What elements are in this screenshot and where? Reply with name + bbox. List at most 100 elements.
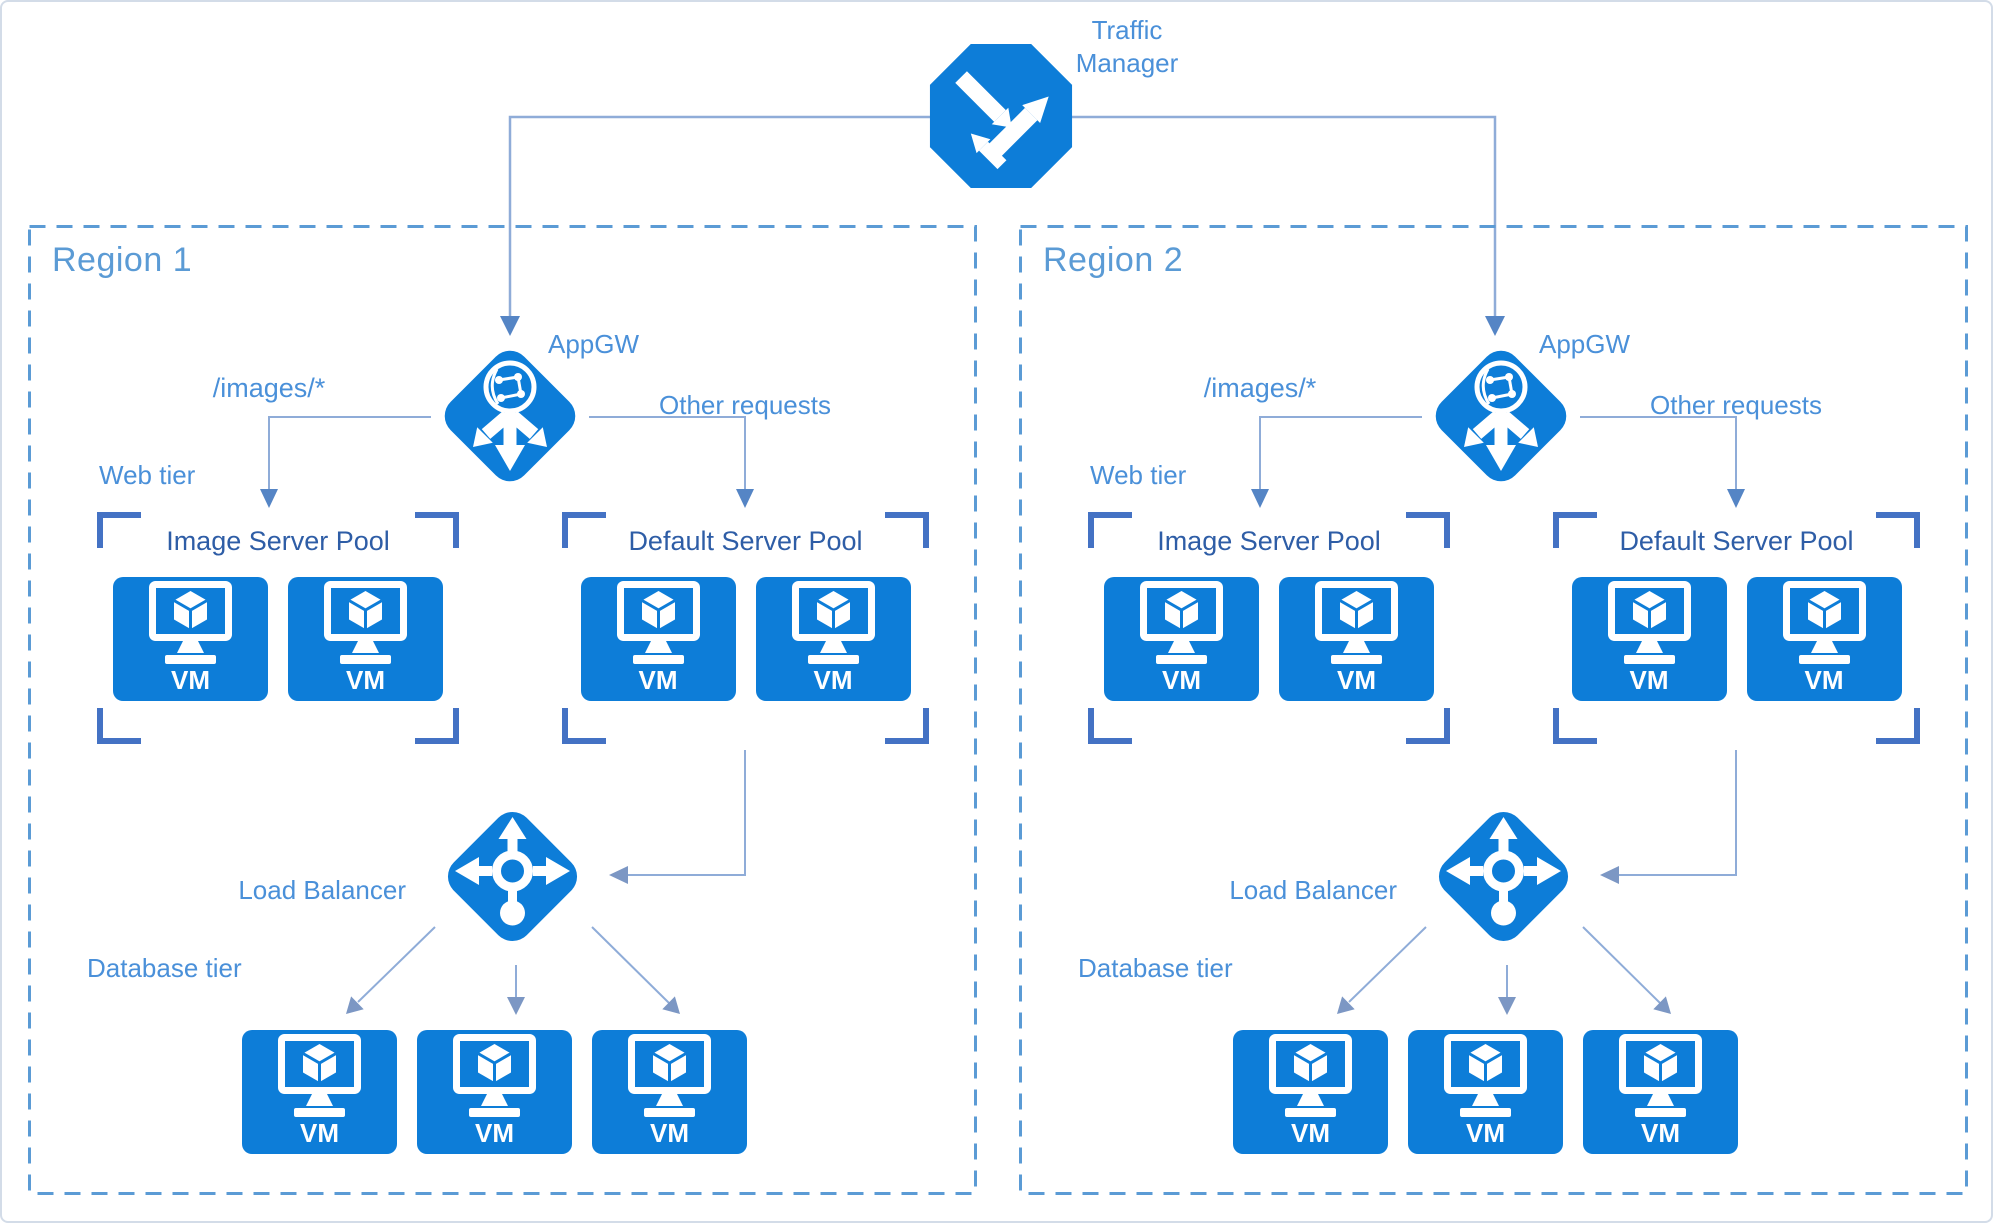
vm-icon bbox=[1782, 581, 1866, 664]
pool-label: Default Server Pool bbox=[1619, 526, 1854, 556]
vm-label: VM bbox=[171, 665, 210, 695]
load-balancer-to-db-arrows bbox=[1337, 926, 1671, 1015]
application-gateway-icon bbox=[1435, 350, 1567, 482]
region-connectors bbox=[1019, 225, 1968, 1195]
region-dashed-border bbox=[28, 225, 977, 1195]
appgw-label: AppGW bbox=[1539, 329, 1631, 359]
globe-glyph bbox=[483, 360, 537, 414]
pool-bracket-corner bbox=[1876, 512, 1920, 548]
vm-node: VM bbox=[1233, 1030, 1388, 1154]
vm-node: VM bbox=[580, 577, 736, 701]
pool-label: Image Server Pool bbox=[1157, 526, 1381, 556]
vm-row: VM VM bbox=[1553, 577, 1920, 701]
pool-bracket-corner bbox=[885, 512, 929, 548]
vm-node: VM bbox=[755, 577, 911, 701]
vm-label: VM bbox=[1629, 665, 1669, 695]
globe-glyph bbox=[1474, 360, 1528, 414]
vm-label: VM bbox=[1466, 1118, 1505, 1148]
traffic-manager-icon bbox=[929, 43, 1073, 189]
pool-label: Image Server Pool bbox=[166, 526, 390, 556]
images-route-arrow bbox=[260, 416, 431, 508]
vm-label: VM bbox=[1804, 665, 1844, 695]
vm-icon bbox=[616, 581, 700, 664]
vm-label: VM bbox=[638, 665, 678, 695]
vm-node: VM bbox=[288, 577, 443, 701]
pool-bracket-corner bbox=[885, 708, 929, 744]
other-requests-arrow bbox=[1580, 416, 1745, 508]
default-pool-to-load-balancer-arrow bbox=[609, 750, 746, 884]
region-label: Region 2 bbox=[1043, 241, 1184, 279]
vm-icon bbox=[324, 581, 407, 664]
vm-row: VM VM bbox=[97, 577, 459, 701]
region-connectors bbox=[28, 225, 977, 1195]
pool-bracket-corner bbox=[1406, 708, 1450, 744]
vm-node: VM bbox=[417, 1030, 572, 1154]
region-label: Region 1 bbox=[52, 241, 193, 279]
default-pool-to-load-balancer-arrow bbox=[1600, 750, 1737, 884]
vm-label: VM bbox=[813, 665, 853, 695]
region-dashed-border bbox=[1019, 225, 1968, 1195]
vm-label: VM bbox=[1162, 665, 1201, 695]
region-1: Region 1 bbox=[28, 225, 977, 1195]
other-requests-label: Other requests bbox=[1650, 390, 1822, 420]
vm-node: VM bbox=[1279, 577, 1434, 701]
vm-icon bbox=[453, 1034, 536, 1117]
vm-icon bbox=[1140, 581, 1223, 664]
vm-label: VM bbox=[346, 665, 385, 695]
vm-node: VM bbox=[1583, 1030, 1738, 1154]
vm-icon bbox=[1619, 1034, 1702, 1117]
vm-label: VM bbox=[1337, 665, 1376, 695]
other-requests-arrow bbox=[589, 416, 754, 508]
pool-bracket-corner bbox=[97, 708, 141, 744]
vm-label: VM bbox=[475, 1118, 514, 1148]
vm-icon bbox=[791, 581, 875, 664]
application-gateway-icon bbox=[444, 350, 576, 482]
other-requests-label: Other requests bbox=[659, 390, 831, 420]
vm-icon bbox=[149, 581, 232, 664]
traffic-manager-label: Traffic Manager bbox=[1075, 15, 1179, 78]
vm-icon bbox=[1269, 1034, 1352, 1117]
pool-bracket-corner bbox=[1088, 512, 1132, 548]
vm-icon bbox=[1315, 581, 1398, 664]
database-vm-row: VM VM bbox=[28, 1030, 977, 1154]
pool-bracket-corner bbox=[415, 512, 459, 548]
pool-bracket-corner bbox=[1553, 512, 1597, 548]
load-balancer-icon bbox=[1438, 811, 1569, 942]
vm-label: VM bbox=[1641, 1118, 1680, 1148]
vm-node: VM bbox=[1571, 577, 1727, 701]
image-server-pool: Image Server Pool VM bbox=[1088, 512, 1450, 744]
web-tier-label: Web tier bbox=[99, 460, 196, 490]
pool-bracket-corner bbox=[1406, 512, 1450, 548]
vm-node: VM bbox=[1746, 577, 1902, 701]
vm-label: VM bbox=[650, 1118, 689, 1148]
images-route-arrow bbox=[1251, 416, 1422, 508]
pool-bracket-corner bbox=[562, 512, 606, 548]
default-server-pool: Default Server Pool VM bbox=[562, 512, 929, 744]
pool-bracket-corner bbox=[415, 708, 459, 744]
vm-icon bbox=[628, 1034, 711, 1117]
pool-bracket-corner bbox=[1876, 708, 1920, 744]
web-tier-label: Web tier bbox=[1090, 460, 1187, 490]
vm-node: VM bbox=[592, 1030, 747, 1154]
pool-bracket-corner bbox=[97, 512, 141, 548]
database-tier-label: Database tier bbox=[1078, 953, 1233, 983]
pool-bracket-corner bbox=[1088, 708, 1132, 744]
pool-label: Default Server Pool bbox=[628, 526, 863, 556]
vm-node: VM bbox=[242, 1030, 397, 1154]
pool-bracket-corner bbox=[562, 708, 606, 744]
images-route-label: /images/* bbox=[212, 373, 326, 403]
pool-bracket-corner bbox=[1553, 708, 1597, 744]
region-2: Region 2 bbox=[1019, 225, 1968, 1195]
database-vm-row: VM VM bbox=[1019, 1030, 1968, 1154]
vm-icon bbox=[1444, 1034, 1527, 1117]
images-route-label: /images/* bbox=[1203, 373, 1317, 403]
load-balancer-icon bbox=[447, 811, 578, 942]
default-server-pool: Default Server Pool VM bbox=[1553, 512, 1920, 744]
vm-label: VM bbox=[300, 1118, 339, 1148]
load-balancer-label: Load Balancer bbox=[238, 875, 406, 905]
load-balancer-label: Load Balancer bbox=[1229, 875, 1397, 905]
vm-node: VM bbox=[1104, 577, 1259, 701]
vm-icon bbox=[1607, 581, 1691, 664]
vm-row: VM VM bbox=[1088, 577, 1450, 701]
